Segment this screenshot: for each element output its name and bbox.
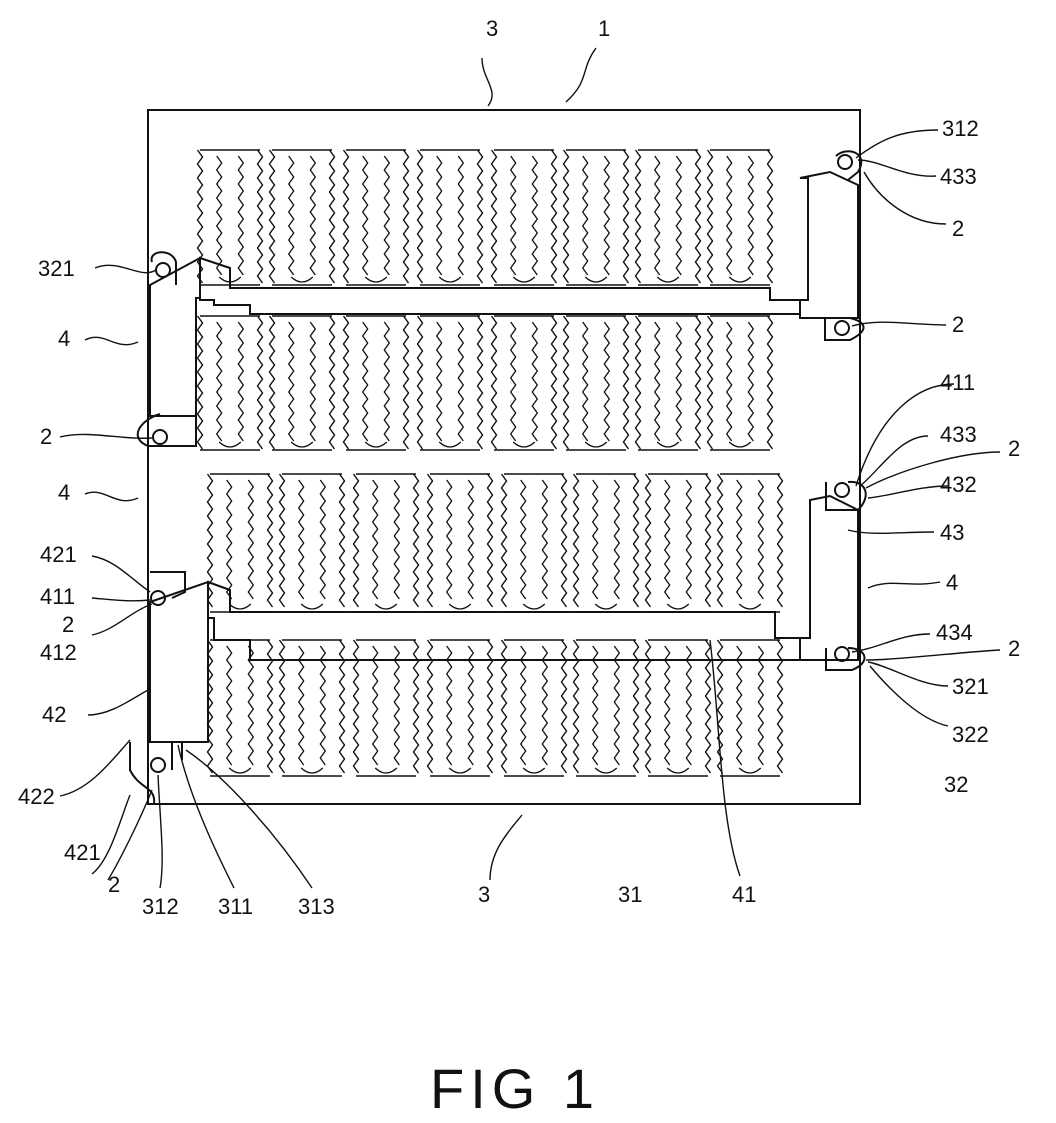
- label-313: 313: [298, 894, 335, 919]
- fin: [344, 150, 409, 285]
- label-433: 433: [940, 422, 977, 447]
- label-2: 2: [1008, 436, 1020, 461]
- fin: [418, 150, 483, 285]
- fin: [718, 474, 783, 612]
- label-312: 312: [142, 894, 179, 919]
- fin: [636, 316, 701, 450]
- fin: [280, 474, 345, 612]
- fin: [270, 316, 335, 450]
- label-2: 2: [108, 872, 120, 897]
- fin: [564, 150, 629, 285]
- fin: [646, 474, 711, 612]
- fin: [574, 474, 639, 612]
- label-412: 412: [40, 640, 77, 665]
- fin: [708, 316, 773, 450]
- fin: [636, 150, 701, 285]
- label-411: 411: [940, 370, 975, 395]
- label-4: 4: [58, 480, 70, 505]
- label-2: 2: [1008, 636, 1020, 661]
- label-422: 422: [18, 784, 55, 809]
- label-434: 434: [936, 620, 973, 645]
- fin: [418, 316, 483, 450]
- label-421: 421: [40, 542, 77, 567]
- label-311: 311: [218, 894, 253, 919]
- fin: [564, 316, 629, 450]
- label-4: 4: [58, 326, 70, 351]
- label-2: 2: [40, 424, 52, 449]
- hinge-hooks: [130, 151, 866, 804]
- label-421: 421: [64, 840, 101, 865]
- hinge-pin: [156, 263, 170, 277]
- label-43: 43: [940, 520, 964, 545]
- label-41: 41: [732, 882, 756, 907]
- label-1: 1: [598, 16, 610, 41]
- fin: [428, 474, 493, 612]
- label-2: 2: [952, 216, 964, 241]
- hinge-pin: [835, 647, 849, 661]
- hinge-pin: [835, 483, 849, 497]
- fin: [502, 474, 567, 612]
- label-3-bottom: 3: [478, 882, 490, 907]
- label-2: 2: [62, 612, 74, 637]
- label-4: 4: [946, 570, 958, 595]
- figure-caption: FIG 1: [430, 1057, 600, 1120]
- fin: [492, 150, 557, 285]
- hinge-pin: [153, 430, 167, 444]
- label-312: 312: [942, 116, 979, 141]
- fin: [198, 316, 263, 450]
- fin: [492, 316, 557, 450]
- label-411: 411: [40, 584, 75, 609]
- fin: [354, 474, 419, 612]
- fin: [270, 150, 335, 285]
- fin: [708, 150, 773, 285]
- hinge-pin: [838, 155, 852, 169]
- label-433: 433: [940, 164, 977, 189]
- hinge-pins: [151, 155, 852, 772]
- fin: [208, 474, 273, 612]
- label-321: 321: [952, 674, 989, 699]
- fin-array: [198, 150, 783, 776]
- hinge-pin: [151, 758, 165, 772]
- label-322: 322: [952, 722, 989, 747]
- label-432: 432: [940, 472, 977, 497]
- hinge-pin: [835, 321, 849, 335]
- label-2: 2: [952, 312, 964, 337]
- label-32: 32: [944, 772, 968, 797]
- label-321: 321: [38, 256, 75, 281]
- reference-labels: 3 1 312 433 2 321 2 4 411 2 433 2 432 4 …: [18, 16, 1020, 919]
- label-31: 31: [618, 882, 642, 907]
- upper-base-plate: [150, 172, 858, 416]
- label-42: 42: [42, 702, 66, 727]
- label-3-top: 3: [486, 16, 498, 41]
- fin: [344, 316, 409, 450]
- fin: [198, 150, 263, 285]
